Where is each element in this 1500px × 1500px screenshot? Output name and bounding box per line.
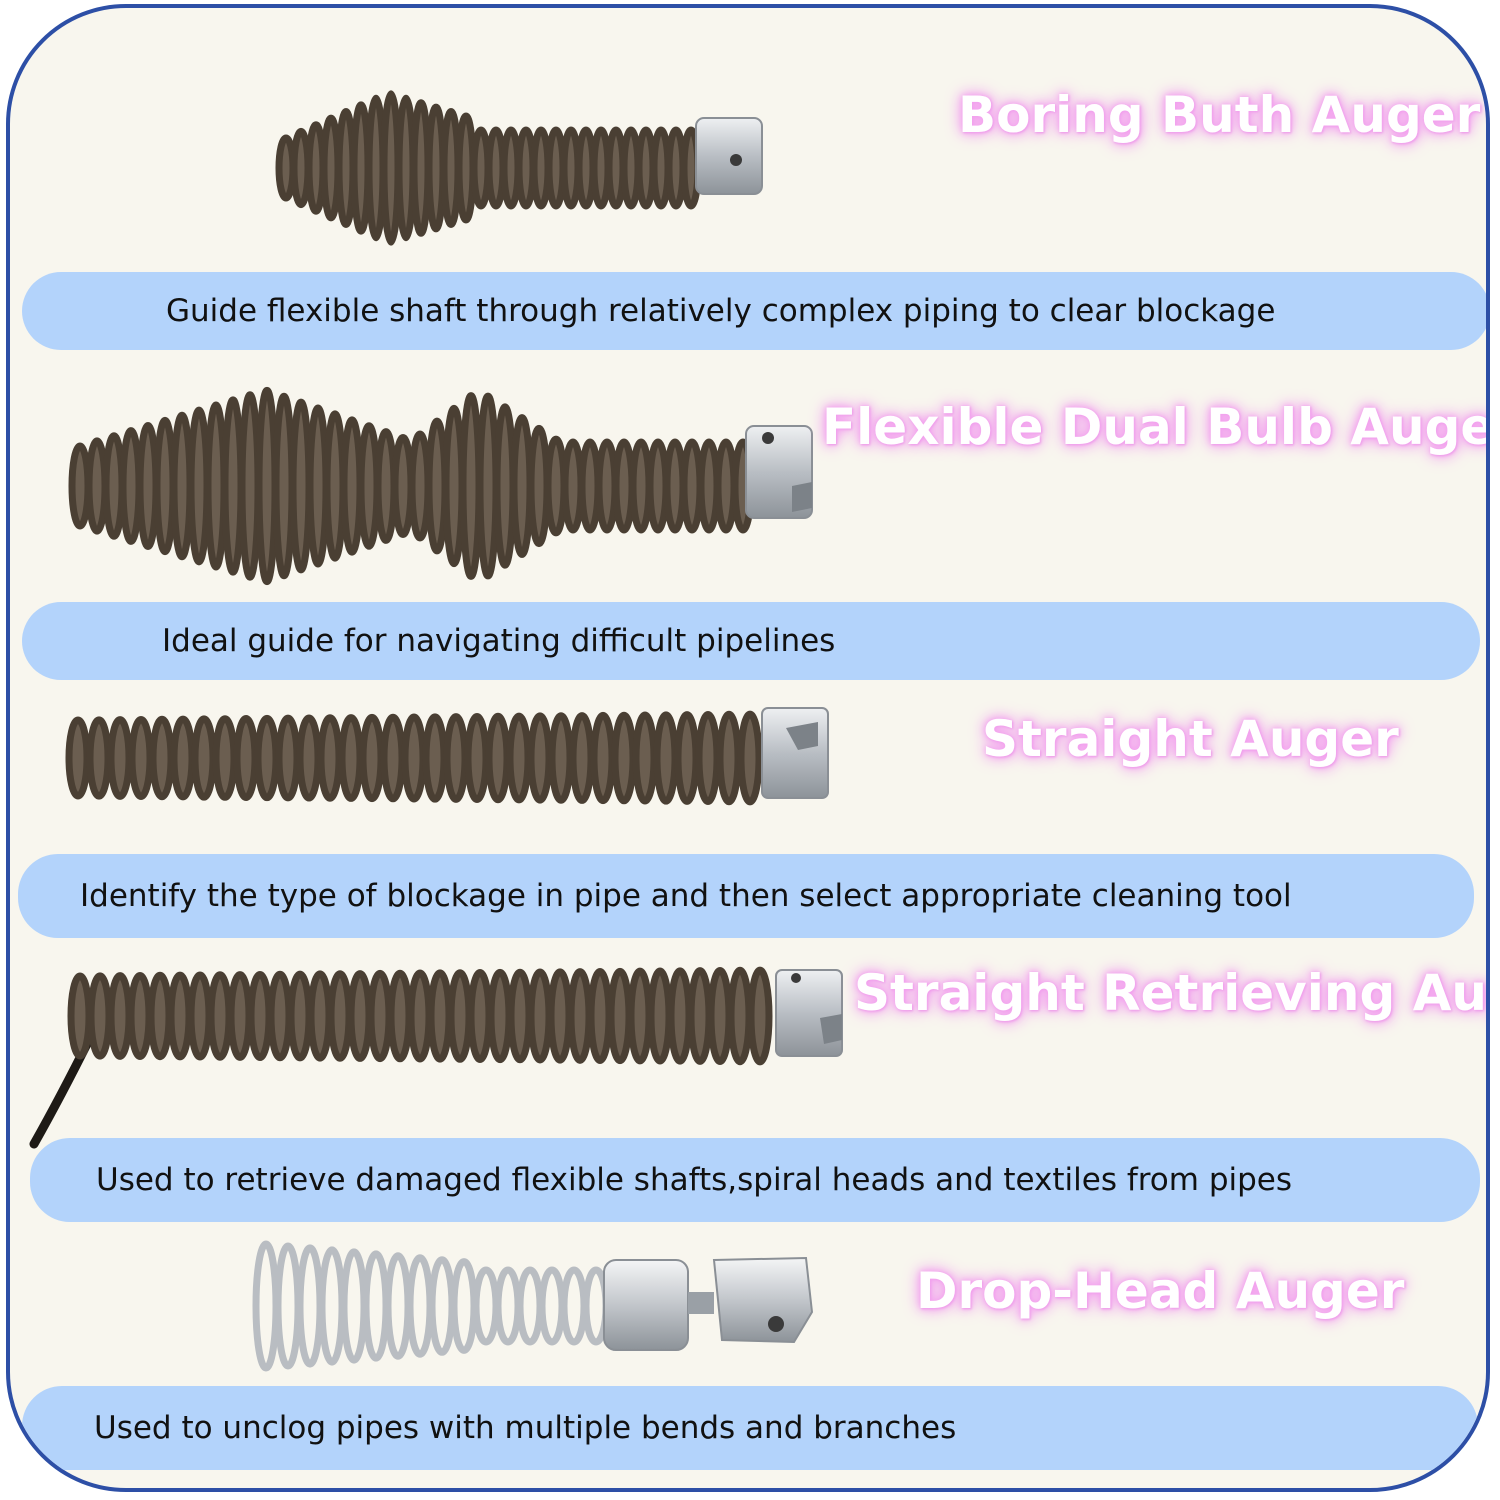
description-band-3: Identify the type of blockage in pipe an… [18, 854, 1474, 938]
straight-auger-title: Straight Auger [982, 710, 1399, 768]
drop-head-auger-title: Drop-Head Auger [916, 1262, 1405, 1320]
flexible-dual-bulb-auger-title: Flexible Dual Bulb Auger [822, 398, 1490, 456]
boring-buth-auger-title: Boring Buth Auger [958, 86, 1481, 144]
description-band-4: Used to retrieve damaged flexible shafts… [30, 1138, 1480, 1222]
straight-retrieving-auger-title: Straight Retrieving Auger [854, 964, 1487, 1022]
boring-bulb-auger-image [275, 90, 763, 246]
description-band-2: Ideal guide for navigating difficult pip… [22, 602, 1480, 680]
description-text: Identify the type of blockage in pipe an… [80, 878, 1292, 914]
dual-bulb-auger-image [68, 386, 813, 586]
drop-head-auger-image [252, 1240, 814, 1372]
description-text: Used to unclog pipes with multiple bends… [94, 1410, 957, 1446]
description-band-5: Used to unclog pipes with multiple bends… [22, 1386, 1478, 1470]
description-band-1: Guide flexible shaft through relatively … [22, 272, 1486, 350]
description-text: Ideal guide for navigating difficult pip… [162, 623, 836, 659]
product-frame: Boring Buth Auger Guide flexible shaft t… [6, 4, 1490, 1492]
description-text: Used to retrieve damaged flexible shafts… [96, 1162, 1293, 1198]
description-text: Guide flexible shaft through relatively … [166, 293, 1276, 329]
straight-retrieving-auger-image [29, 966, 843, 1149]
straight-auger-image [65, 707, 829, 806]
